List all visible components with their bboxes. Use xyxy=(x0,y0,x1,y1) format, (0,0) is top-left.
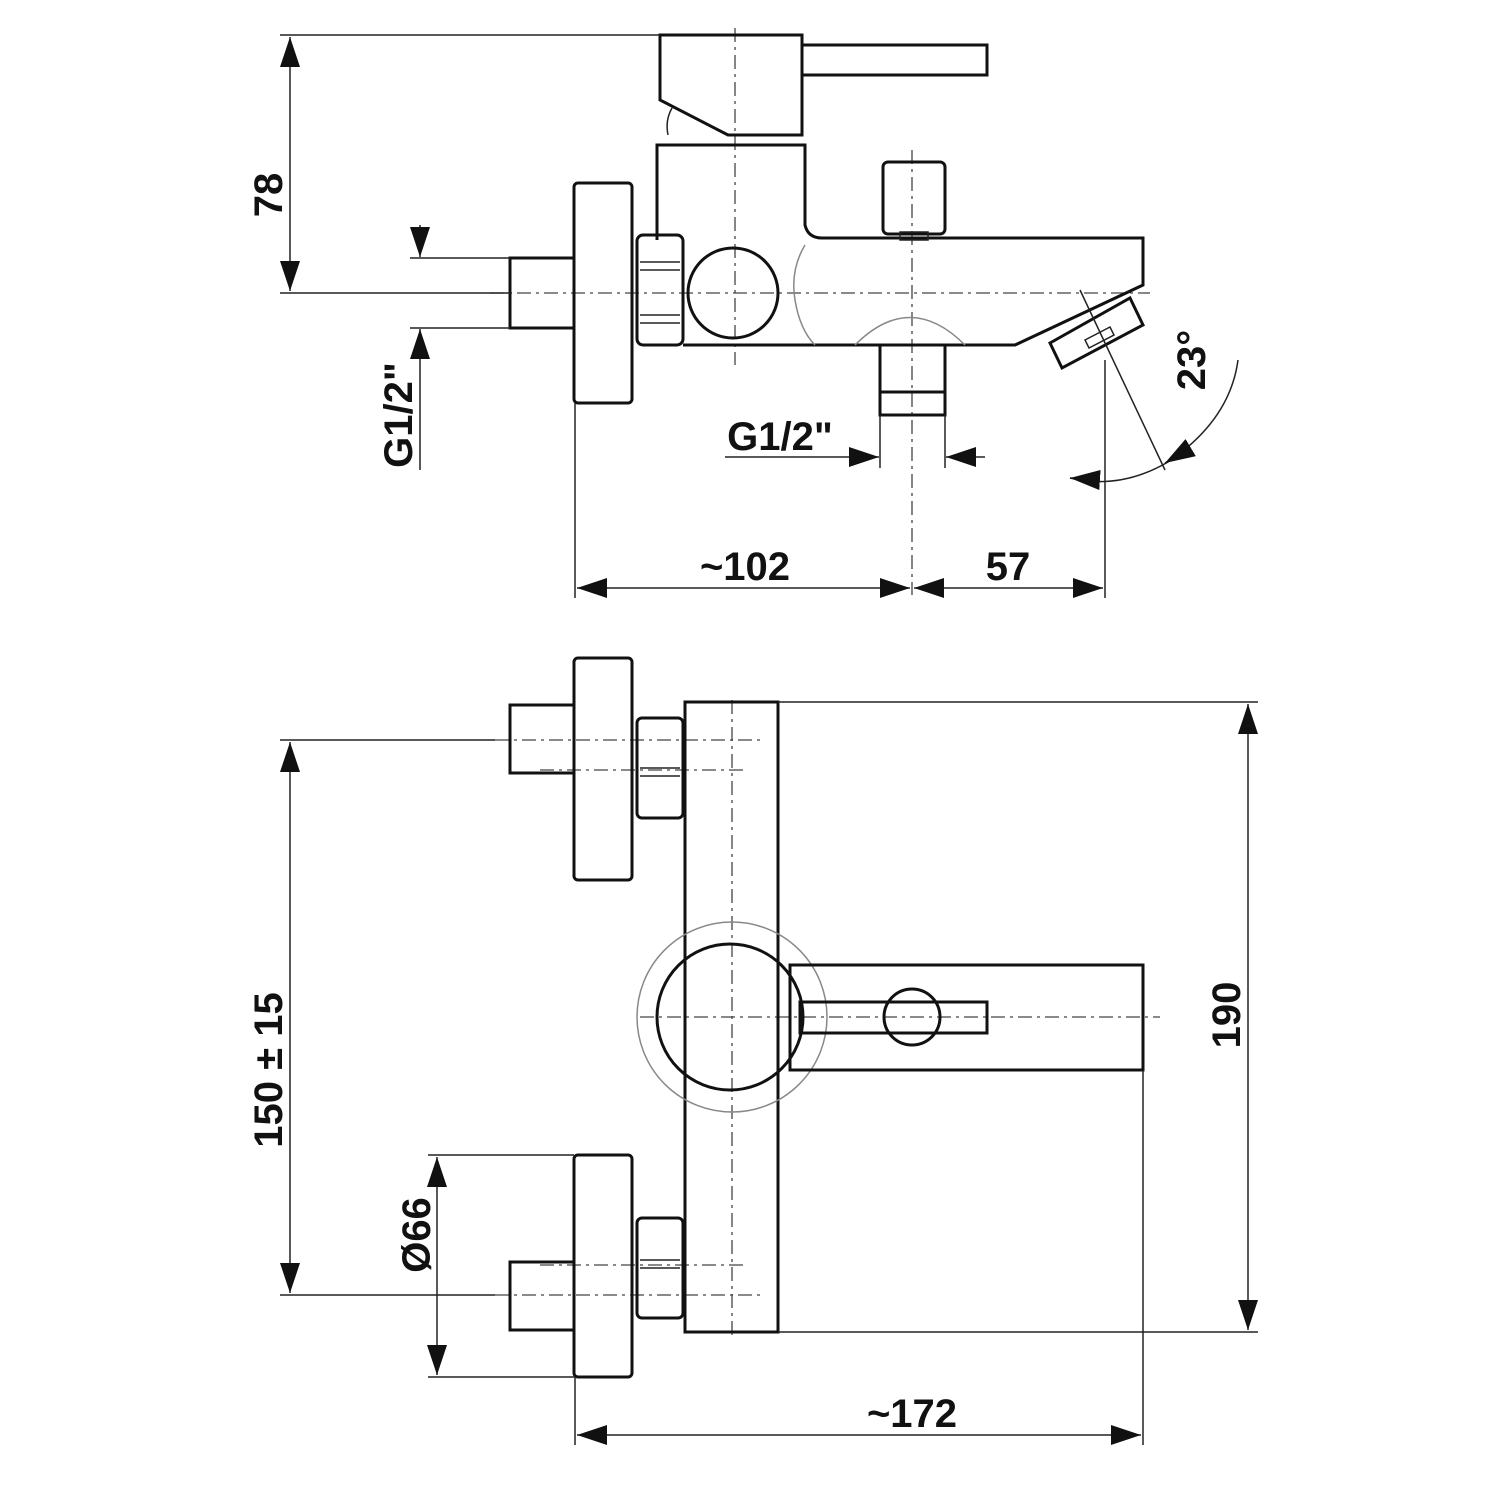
front-view: 150 ± 15 Ø66 190 ~172 xyxy=(247,656,1258,1445)
mixer-body-front xyxy=(683,700,780,1334)
lever-front xyxy=(798,1000,989,1035)
diverter-knob xyxy=(881,160,947,236)
dimension-inlet-thread: G1/2" xyxy=(377,362,421,468)
inlet-pipe-top xyxy=(508,703,576,775)
mixer-handle-front xyxy=(655,942,805,1092)
dimension-flange-diameter: Ø66 xyxy=(395,1197,439,1273)
side-view: 78 G1/2" G1/2" ~102 57 23° xyxy=(247,28,1239,598)
mixer-handle xyxy=(658,33,804,137)
shower-outlet xyxy=(878,343,947,417)
dimension-width-172: ~172 xyxy=(867,1392,957,1436)
aerator-nozzle xyxy=(1048,295,1145,371)
dimension-spout-57: 57 xyxy=(986,545,1031,589)
nut-bottom xyxy=(635,1216,685,1320)
diverter-front xyxy=(882,987,942,1047)
dimension-height-78: 78 xyxy=(247,173,291,218)
spout-front xyxy=(788,963,1145,1072)
dimension-spout-angle: 23° xyxy=(1170,330,1214,391)
mixer-body xyxy=(655,143,1145,347)
nut xyxy=(635,233,685,347)
union-body xyxy=(686,246,780,340)
dimension-outlet-thread: G1/2" xyxy=(727,415,833,459)
dimension-depth-102: ~102 xyxy=(700,545,790,589)
wall-flange-top xyxy=(572,656,634,882)
nut-top xyxy=(635,716,685,820)
dimension-inlet-spacing: 150 ± 15 xyxy=(247,992,291,1147)
dimension-height-190: 190 xyxy=(1205,982,1249,1049)
lever xyxy=(800,43,989,77)
inlet-pipe-bottom xyxy=(508,1260,576,1332)
wall-flange-bottom xyxy=(572,1153,634,1379)
